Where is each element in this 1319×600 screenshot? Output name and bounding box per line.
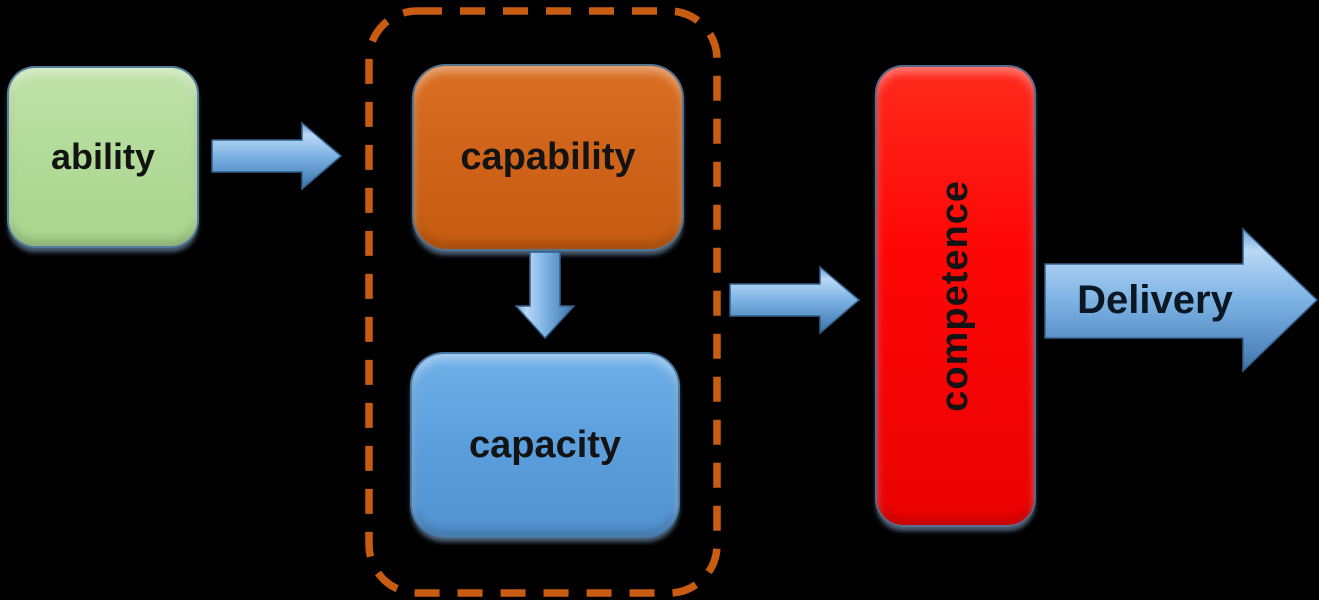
arrow-group-to-competence bbox=[729, 265, 861, 335]
arrow-capability-to-capacity bbox=[515, 251, 575, 340]
node-ability: ability bbox=[7, 66, 199, 248]
arrow-delivery bbox=[1044, 227, 1319, 373]
node-competence: competence bbox=[875, 65, 1036, 527]
delivery-arrow-label: Delivery bbox=[1050, 262, 1260, 338]
node-competence-label: competence bbox=[934, 180, 976, 412]
node-capability: capability bbox=[412, 64, 684, 251]
node-capacity-label: capacity bbox=[468, 423, 622, 466]
node-ability-label: ability bbox=[50, 136, 156, 177]
arrow-ability-to-capability bbox=[211, 121, 343, 191]
delivery-label-text: Delivery bbox=[1077, 277, 1233, 322]
dashed-group-outline bbox=[365, 7, 721, 597]
node-capability-label: capability bbox=[460, 136, 636, 178]
node-capacity: capacity bbox=[410, 352, 680, 538]
